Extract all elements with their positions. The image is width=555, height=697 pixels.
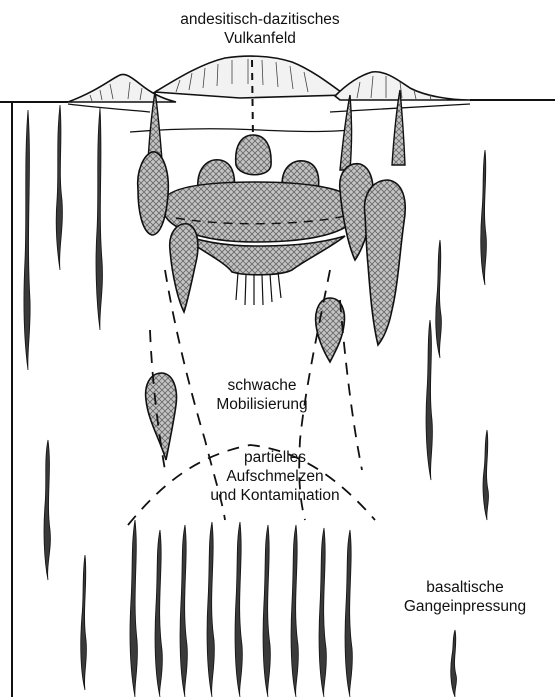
label-volcanic-field-line2: Vulkanfeld	[224, 30, 296, 47]
label-partial-melting-line2: Aufschmelzen	[226, 468, 323, 485]
label-partial-melting-line3: und Kontamination	[210, 487, 339, 504]
feeder-conduits	[148, 90, 405, 170]
thin-feeders	[236, 272, 281, 305]
label-weak-mobilization-line1: schwache	[228, 377, 297, 394]
label-weak-mobilization-line2: Mobilisierung	[216, 396, 307, 413]
label-volcanic-field-line1: andesitisch-dazitisches	[180, 11, 340, 28]
label-basaltic-intrusion-line1: basaltische	[426, 579, 504, 596]
subsurface-layer-line	[130, 129, 350, 132]
upper-dome	[236, 135, 271, 175]
surface-layer-line	[68, 104, 470, 112]
left-lower-pluton	[170, 224, 198, 312]
label-partial-melting-line1: partielles	[244, 449, 306, 466]
label-weak-mobilization: schwache Mobilisierung	[216, 377, 307, 413]
label-basaltic-intrusion: basaltische Gangeinpressung	[404, 579, 526, 615]
right-volcano-cone	[335, 72, 470, 100]
label-partial-melting: partielles Aufschmelzen und Kontaminatio…	[210, 449, 339, 504]
right-large-pluton	[364, 180, 405, 345]
central-volcano-cone	[155, 56, 345, 98]
label-volcanic-field: andesitisch-dazitisches Vulkanfeld	[180, 11, 340, 47]
floating-blob-left	[146, 373, 177, 460]
label-basaltic-intrusion-line2: Gangeinpressung	[404, 598, 526, 615]
left-pluton	[138, 152, 169, 235]
